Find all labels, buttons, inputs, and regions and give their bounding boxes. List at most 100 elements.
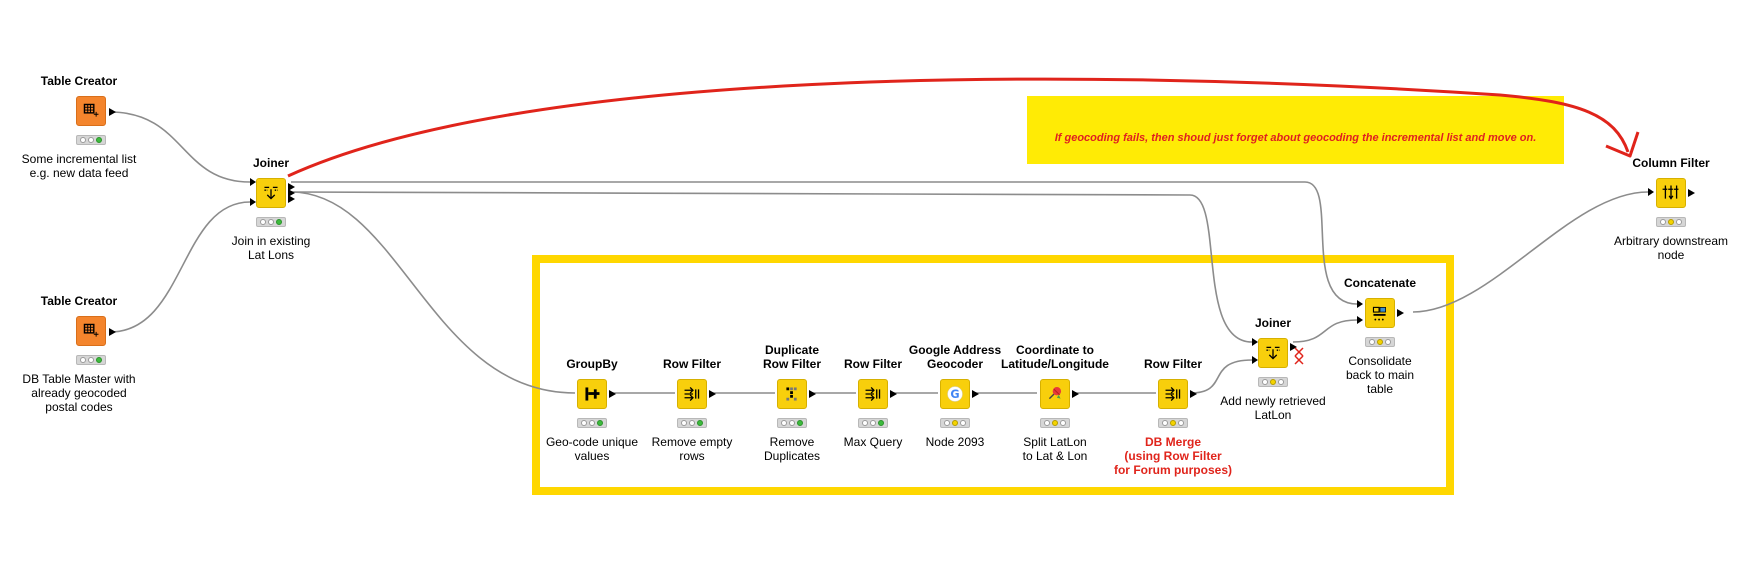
node-duplicate-row-filter: Duplicate Row Filter Remove Duplicates (732, 343, 852, 467)
edge-arrowhead (250, 178, 256, 186)
node-title: Coordinate to Latitude/Longitude (1001, 343, 1109, 371)
google-icon[interactable]: G (940, 379, 970, 409)
output-port[interactable] (709, 390, 716, 398)
node-description: Add newly retrieved LatLon (1220, 394, 1326, 422)
node-table-creator-incremental: Table Creator Some incremental list e.g.… (19, 74, 139, 194)
output-port[interactable] (1397, 309, 1404, 317)
node-groupby: GroupBy Geo-code unique values (532, 357, 652, 467)
node-title: Row Filter (843, 357, 902, 371)
table-creator-icon[interactable] (76, 96, 106, 126)
fallback-red-arrow (287, 77, 1630, 178)
node-title: Joiner (252, 156, 289, 170)
table-creator-icon[interactable] (76, 316, 106, 346)
output-port[interactable] (1190, 390, 1197, 398)
status-indicator (1158, 418, 1188, 428)
node-title: Duplicate Row Filter (762, 343, 821, 371)
node-title: Row Filter (1143, 357, 1202, 371)
status-indicator (1656, 217, 1686, 227)
node-row-filter-max-query: Row Filter Max Query (813, 357, 933, 457)
output-port[interactable] (809, 390, 816, 398)
output-port[interactable] (609, 390, 616, 398)
joiner-icon[interactable] (1258, 338, 1288, 368)
node-google-address-geocoder: Google Address Geocoder G Node 2093 (895, 343, 1015, 457)
edge-concatenate-columnfilter (1412, 191, 1649, 313)
edge-joiner-concatenate (291, 181, 1358, 305)
output-port[interactable] (288, 189, 295, 197)
edge-tc1-joiner (109, 111, 251, 183)
output-port[interactable] (1688, 189, 1695, 197)
concatenate-icon[interactable] (1365, 298, 1395, 328)
node-title: Google Address Geocoder (908, 343, 1002, 371)
status-indicator (940, 418, 970, 428)
node-coordinate-to-lat-lon: Coordinate to Latitude/Longitude Split L… (995, 343, 1115, 471)
column-filter-icon[interactable] (1656, 178, 1686, 208)
edge-rowfilter3-joiner2 (1190, 359, 1253, 394)
edge-arrowhead (1648, 188, 1654, 196)
status-indicator (256, 217, 286, 227)
status-indicator (1365, 337, 1395, 347)
status-indicator (777, 418, 807, 428)
node-description: Join in existing Lat Lons (231, 234, 311, 262)
svg-text:G: G (950, 388, 959, 401)
edge-arrowhead (1357, 316, 1363, 324)
node-column-filter: Column Filter Arbitrary downstream node (1611, 156, 1731, 266)
status-indicator (1040, 418, 1070, 428)
output-port[interactable] (1072, 390, 1079, 398)
status-indicator (677, 418, 707, 428)
node-description: Node 2093 (925, 435, 985, 449)
node-concatenate: Concatenate Consolidate back to main tab… (1320, 276, 1440, 406)
duplicate-filter-icon[interactable] (777, 379, 807, 409)
annotation-note[interactable]: If geocoding fails, then shoud just forg… (1027, 96, 1564, 164)
node-description: Arbitrary downstream node (1613, 234, 1729, 262)
node-description: Consolidate back to main table (1345, 354, 1415, 396)
node-description: DB Merge (using Row Filter for Forum pur… (1113, 435, 1232, 477)
node-description: Geo-code unique values (545, 435, 639, 463)
node-title: GroupBy (566, 357, 618, 371)
node-description: DB Table Master with already geocoded po… (22, 372, 136, 414)
node-title: Table Creator (40, 294, 118, 308)
output-port[interactable] (890, 390, 897, 398)
status-indicator (1258, 377, 1288, 387)
row-filter-icon[interactable] (677, 379, 707, 409)
edge-arrowhead (1252, 356, 1258, 364)
node-description: Remove Duplicates (763, 435, 821, 463)
node-title: Row Filter (662, 357, 721, 371)
row-filter-icon[interactable] (1158, 379, 1188, 409)
node-joiner-new-latlon: Joiner Add newly retrieved LatLon (1213, 316, 1333, 426)
pin-icon[interactable] (1040, 379, 1070, 409)
status-indicator (858, 418, 888, 428)
inactive-port-icon (1294, 347, 1304, 365)
node-description: Some incremental list e.g. new data feed (21, 152, 137, 180)
node-description: Remove empty rows (651, 435, 733, 463)
node-title: Joiner (1254, 316, 1291, 330)
output-port[interactable] (972, 390, 979, 398)
node-joiner-existing: Joiner Join in existing Lat Lons (211, 156, 331, 266)
edge-tc2-joiner (109, 201, 251, 333)
node-row-filter-empty: Row Filter Remove empty rows (632, 357, 752, 467)
fallback-red-arrowhead (1605, 131, 1640, 158)
edge-joiner-joiner2 (290, 191, 1253, 343)
node-row-filter-db-merge: Row Filter DB Merge (using Row Filter fo… (1113, 357, 1233, 485)
annotation-text: If geocoding fails, then shoud just forg… (1054, 132, 1537, 144)
edge-joiner-groupby (290, 191, 576, 394)
node-description: Split LatLon to Lat & Lon (1022, 435, 1088, 463)
edge-joiner2-concatenate (1292, 319, 1358, 343)
edge-arrowhead (250, 198, 256, 206)
groupby-icon[interactable] (577, 379, 607, 409)
output-port[interactable] (109, 108, 116, 116)
geocoding-group-box (532, 255, 1454, 495)
status-indicator (76, 135, 106, 145)
output-port[interactable] (288, 195, 295, 203)
row-filter-icon[interactable] (858, 379, 888, 409)
output-port[interactable] (288, 183, 295, 191)
node-title: Column Filter (1632, 156, 1710, 170)
status-indicator (577, 418, 607, 428)
output-port[interactable] (1290, 343, 1297, 351)
node-description: Max Query (843, 435, 903, 449)
edge-arrowhead (1252, 338, 1258, 346)
joiner-icon[interactable] (256, 178, 286, 208)
output-port[interactable] (109, 328, 116, 336)
status-indicator (76, 355, 106, 365)
